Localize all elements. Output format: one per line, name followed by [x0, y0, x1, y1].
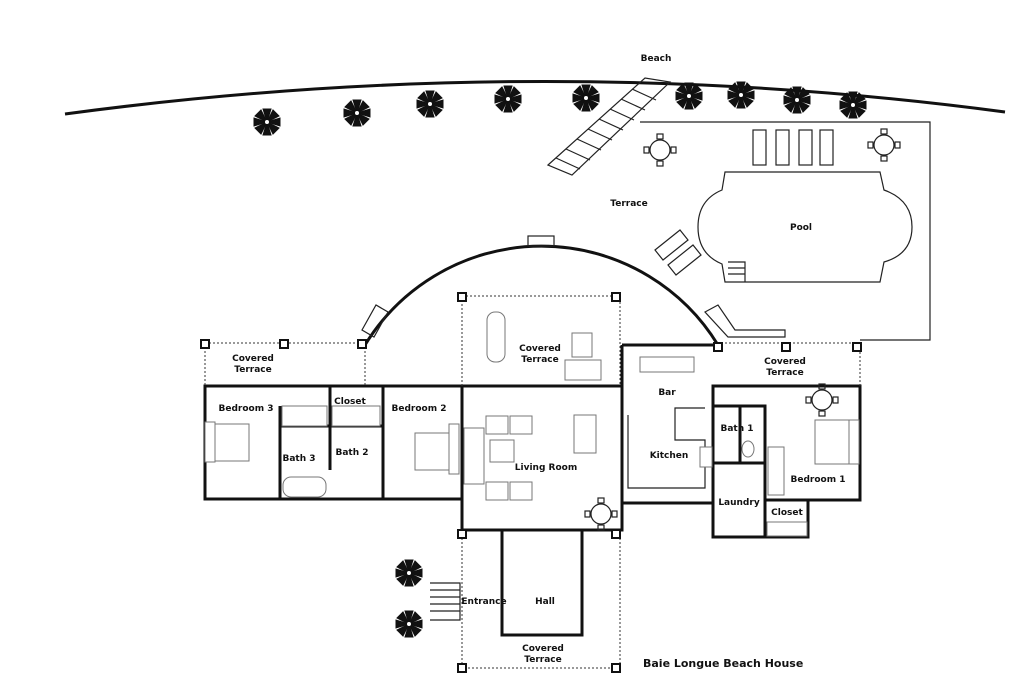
- palm-tree-icon: [783, 86, 811, 114]
- covered-terrace-label-2: Terrace: [521, 355, 558, 365]
- kitchen-label: Kitchen: [650, 451, 689, 461]
- bedroom2-label: Bedroom 2: [392, 404, 447, 414]
- bath2-label: Bath 2: [335, 448, 368, 458]
- table-icon: [805, 383, 839, 417]
- outdoor-table-icon: [867, 128, 901, 162]
- covered-terrace-label: Covered: [764, 357, 806, 367]
- beach-line: [64, 80, 1006, 116]
- palm-tree-icon: [675, 82, 703, 110]
- furniture: [204, 311, 860, 537]
- palm-tree-icon: [416, 90, 444, 118]
- palm-tree-icon: [395, 559, 423, 587]
- covered-terrace-label: Covered: [232, 354, 274, 364]
- terrace-boundary: [640, 121, 931, 341]
- bedroom3-label: Bedroom 3: [219, 404, 274, 414]
- pool-label: Pool: [790, 223, 812, 233]
- covered-terrace-label: Covered: [522, 644, 564, 654]
- bedroom1-label: Bedroom 1: [791, 475, 846, 485]
- living-room-label: Living Room: [515, 463, 577, 473]
- entrance-label: Entrance: [461, 597, 506, 607]
- bar-label: Bar: [658, 388, 676, 398]
- beach-label: Beach: [641, 54, 672, 64]
- pool: [697, 171, 913, 283]
- covered-terrace-label-2: Terrace: [234, 365, 271, 375]
- curved-terrace-wall: [363, 244, 720, 346]
- palm-tree-icon: [572, 84, 600, 112]
- closet-label: Closet: [334, 397, 366, 407]
- palm-tree-icon: [395, 610, 423, 638]
- covered-terrace-label: Covered: [519, 344, 561, 354]
- palm-tree-icon: [839, 91, 867, 119]
- palm-tree-icon: [253, 108, 281, 136]
- hall-label: Hall: [535, 597, 555, 607]
- walls: [200, 292, 862, 673]
- outdoor-table-icon: [643, 133, 677, 167]
- table-icon: [584, 497, 618, 531]
- closet1-label: Closet: [771, 508, 803, 518]
- laundry-label: Laundry: [718, 498, 760, 508]
- covered-terrace-label-2: Terrace: [524, 655, 561, 665]
- palm-tree-icon: [727, 81, 755, 109]
- terrace-label: Terrace: [610, 199, 647, 209]
- bath3-label: Bath 3: [282, 454, 315, 464]
- covered-terrace-label-2: Terrace: [766, 368, 803, 378]
- beach-stairs: [546, 77, 672, 176]
- sun-loungers: [654, 129, 834, 276]
- plan-title: Baie Longue Beach House: [643, 657, 803, 670]
- palm-tree-icon: [494, 85, 522, 113]
- palm-tree-icon: [343, 99, 371, 127]
- bath1-label: Bath 1: [720, 424, 753, 434]
